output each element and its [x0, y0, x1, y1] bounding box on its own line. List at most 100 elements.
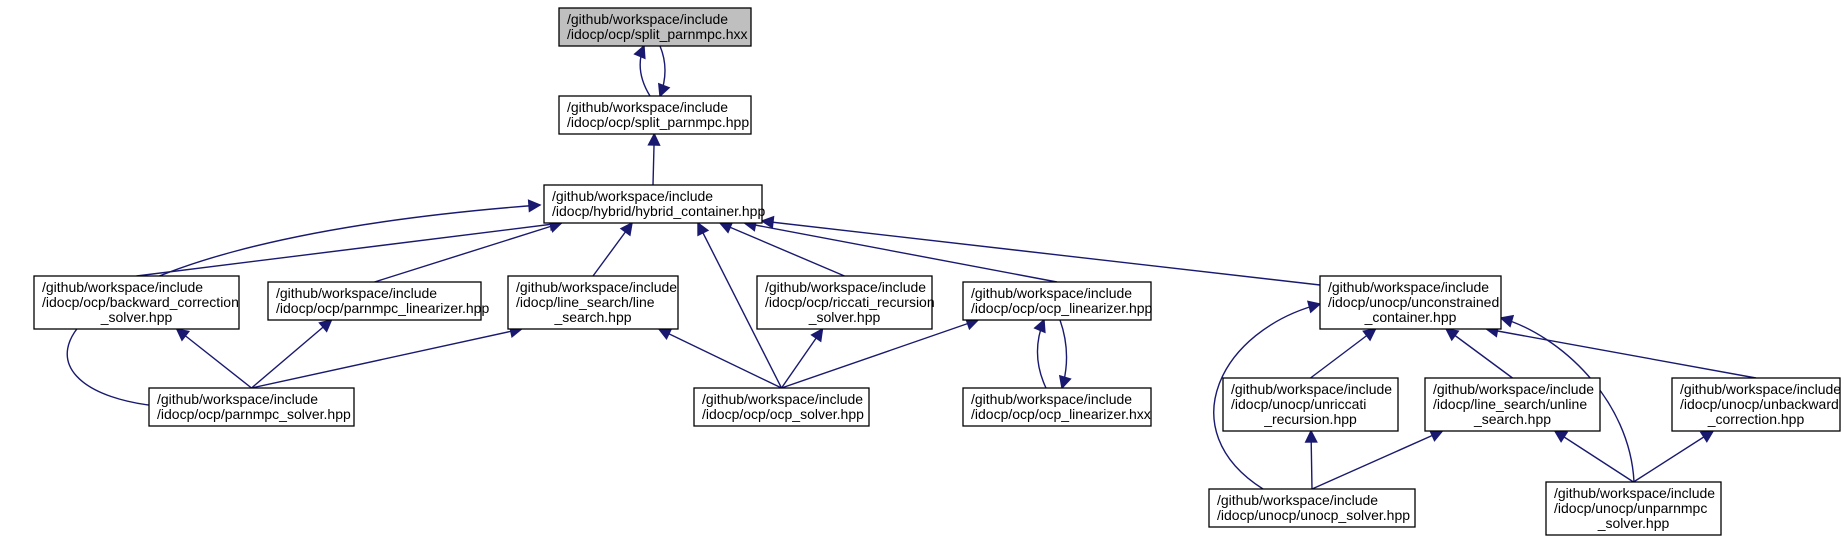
- node-label-line: /idocp/ocp/parnmpc_solver.hpp: [157, 406, 351, 422]
- node-box: [1545, 481, 1722, 536]
- node-label-line: /idocp/unocp/unocp_solver.hpp: [1217, 507, 1410, 523]
- node-box: [756, 275, 933, 330]
- edge-arrowhead: [1307, 300, 1322, 314]
- edge-unbackward_correction-to-unconstrained_container: [1484, 324, 1757, 379]
- node-unline_search[interactable]: /github/workspace/include/idocp/line_sea…: [1424, 377, 1601, 432]
- edge-arrowhead: [718, 221, 734, 234]
- node-label-line: /github/workspace/include: [42, 279, 203, 295]
- edge-line: [744, 222, 1058, 283]
- node-label-line: _solver.hpp: [808, 309, 881, 325]
- node-label-line: /github/workspace/include: [157, 391, 318, 407]
- node-box: [1208, 488, 1416, 528]
- edge-ocp_solver-to-riccati_recursion_solver: [780, 327, 824, 389]
- node-box: [507, 275, 679, 330]
- node-label-line: /idocp/ocp/ocp_linearizer.hxx: [971, 406, 1151, 422]
- edge-arrowhead: [1304, 429, 1318, 443]
- node-label-line: /idocp/unocp/unbackward: [1680, 396, 1839, 412]
- edge-ocp_linearizer_hpp-to-ocp_linearizer_hxx: [1058, 319, 1072, 390]
- edge-line: [374, 222, 562, 283]
- node-ocp_linearizer_hpp[interactable]: /github/workspace/include/idocp/ocp/ocp_…: [962, 281, 1153, 321]
- node-label-line: /idocp/unocp/unconstrained: [1328, 294, 1499, 310]
- node-box: [1671, 377, 1841, 432]
- edge-parnmpc_solver-to-line_search: [251, 325, 524, 389]
- edges-layer: [66, 44, 1757, 490]
- node-box: [1319, 275, 1502, 330]
- node-label-line: /github/workspace/include: [1217, 492, 1378, 508]
- edge-arrowhead: [1033, 318, 1046, 334]
- node-label-line: /github/workspace/include: [971, 285, 1132, 301]
- node-label-line: _recursion.hpp: [1263, 411, 1357, 427]
- node-parnmpc_linearizer[interactable]: /github/workspace/include/idocp/ocp/parn…: [267, 281, 489, 321]
- node-box: [267, 281, 482, 321]
- node-label-line: /github/workspace/include: [552, 188, 713, 204]
- edge-arrowhead: [527, 199, 542, 213]
- node-ocp_linearizer_hxx[interactable]: /github/workspace/include/idocp/ocp/ocp_…: [962, 387, 1152, 427]
- node-box: [33, 275, 240, 330]
- node-box: [543, 184, 763, 224]
- edge-line: [719, 222, 845, 277]
- edge-arrowhead: [697, 221, 710, 237]
- node-backward_correction_solver[interactable]: /github/workspace/include/idocp/ocp/back…: [33, 275, 240, 330]
- node-label-line: /github/workspace/include: [1554, 485, 1715, 501]
- node-parnmpc_solver[interactable]: /github/workspace/include/idocp/ocp/parn…: [148, 387, 355, 427]
- edge-line: [697, 222, 783, 389]
- node-label-line: /github/workspace/include: [1231, 381, 1392, 397]
- edge-arrowhead: [175, 328, 191, 342]
- edge-line: [1213, 303, 1321, 490]
- edge-line_search-to-hybrid_container: [592, 221, 633, 277]
- edge-unline_search-to-unconstrained_container: [1444, 328, 1513, 379]
- edge-unocp_solver-to-unline_search: [1311, 429, 1444, 490]
- node-label-line: /idocp/line_search/unline: [1433, 396, 1587, 412]
- edge-ocp_solver-to-line_search: [657, 328, 782, 389]
- node-hybrid_container[interactable]: /github/workspace/include/idocp/hybrid/h…: [543, 184, 765, 224]
- edge-split_parnmpc_hxx-to-split_parnmpc_hpp: [658, 45, 671, 98]
- node-label-line: _solver.hpp: [100, 309, 173, 325]
- node-label-line: /github/workspace/include: [1680, 381, 1841, 397]
- edge-line: [1486, 328, 1757, 379]
- node-unconstrained_container[interactable]: /github/workspace/include/idocp/unocp/un…: [1319, 275, 1502, 330]
- edge-unocp_solver-to-unriccati_recursion: [1304, 429, 1318, 490]
- node-label-line: /github/workspace/include: [1433, 381, 1594, 397]
- node-ocp_solver[interactable]: /github/workspace/include/idocp/ocp/ocp_…: [693, 387, 870, 427]
- edge-line: [251, 328, 522, 389]
- node-label-line: /github/workspace/include: [567, 11, 728, 27]
- edge-line: [1310, 328, 1376, 379]
- edge-arrowhead: [1553, 430, 1569, 443]
- edge-ocp_linearizer_hxx-to-ocp_linearizer_hpp: [1033, 318, 1047, 389]
- edge-line: [1554, 430, 1634, 483]
- edge-arrowhead: [647, 132, 661, 146]
- node-unriccati_recursion[interactable]: /github/workspace/include/idocp/unocp/un…: [1222, 377, 1399, 432]
- node-label-line: /idocp/ocp/parnmpc_linearizer.hpp: [276, 300, 489, 316]
- edge-arrowhead: [1499, 314, 1515, 328]
- node-line_search[interactable]: /github/workspace/include/idocp/line_sea…: [507, 275, 679, 330]
- node-label-line: /idocp/hybrid/hybrid_container.hpp: [552, 203, 765, 219]
- node-label-line: /github/workspace/include: [516, 279, 677, 295]
- node-unparnmpc_solver[interactable]: /github/workspace/include/idocp/unocp/un…: [1545, 481, 1722, 536]
- node-label-line: /github/workspace/include: [276, 285, 437, 301]
- edge-line: [251, 319, 332, 389]
- node-label-line: /idocp/line_search/line: [516, 294, 655, 310]
- node-unbackward_correction[interactable]: /github/workspace/include/idocp/unocp/un…: [1671, 377, 1841, 432]
- node-split_parnmpc_hpp[interactable]: /github/workspace/include/idocp/ocp/spli…: [558, 95, 752, 135]
- edge-parnmpc_solver-to-parnmpc_linearizer: [251, 318, 333, 389]
- node-label-line: _container.hpp: [1364, 309, 1457, 325]
- edge-arrowhead: [760, 215, 775, 229]
- edge-line: [176, 328, 252, 389]
- edge-line: [781, 319, 979, 389]
- edge-unriccati_recursion-to-unconstrained_container: [1310, 328, 1377, 379]
- node-label-line: /idocp/unocp/unparnmpc: [1554, 500, 1707, 516]
- edge-arrowhead: [1444, 328, 1460, 342]
- edge-arrowhead: [318, 318, 333, 333]
- node-label-line: /github/workspace/include: [567, 99, 728, 115]
- nodes-layer: /github/workspace/include/idocp/ocp/spli…: [33, 7, 1841, 536]
- edge-parnmpc_solver-to-backward_correction_solver: [175, 328, 252, 389]
- node-box: [558, 95, 752, 135]
- node-riccati_recursion_solver[interactable]: /github/workspace/include/idocp/ocp/ricc…: [756, 275, 935, 330]
- edge-ocp_solver-to-ocp_linearizer_hpp: [781, 317, 980, 389]
- node-label-line: /idocp/ocp/split_parnmpc.hpp: [567, 114, 749, 130]
- node-unocp_solver[interactable]: /github/workspace/include/idocp/unocp/un…: [1208, 488, 1416, 528]
- edge-split_parnmpc_hpp-to-split_parnmpc_hxx: [633, 44, 651, 97]
- node-label-line: /github/workspace/include: [702, 391, 863, 407]
- node-split_parnmpc_hxx[interactable]: /github/workspace/include/idocp/ocp/spli…: [558, 7, 752, 47]
